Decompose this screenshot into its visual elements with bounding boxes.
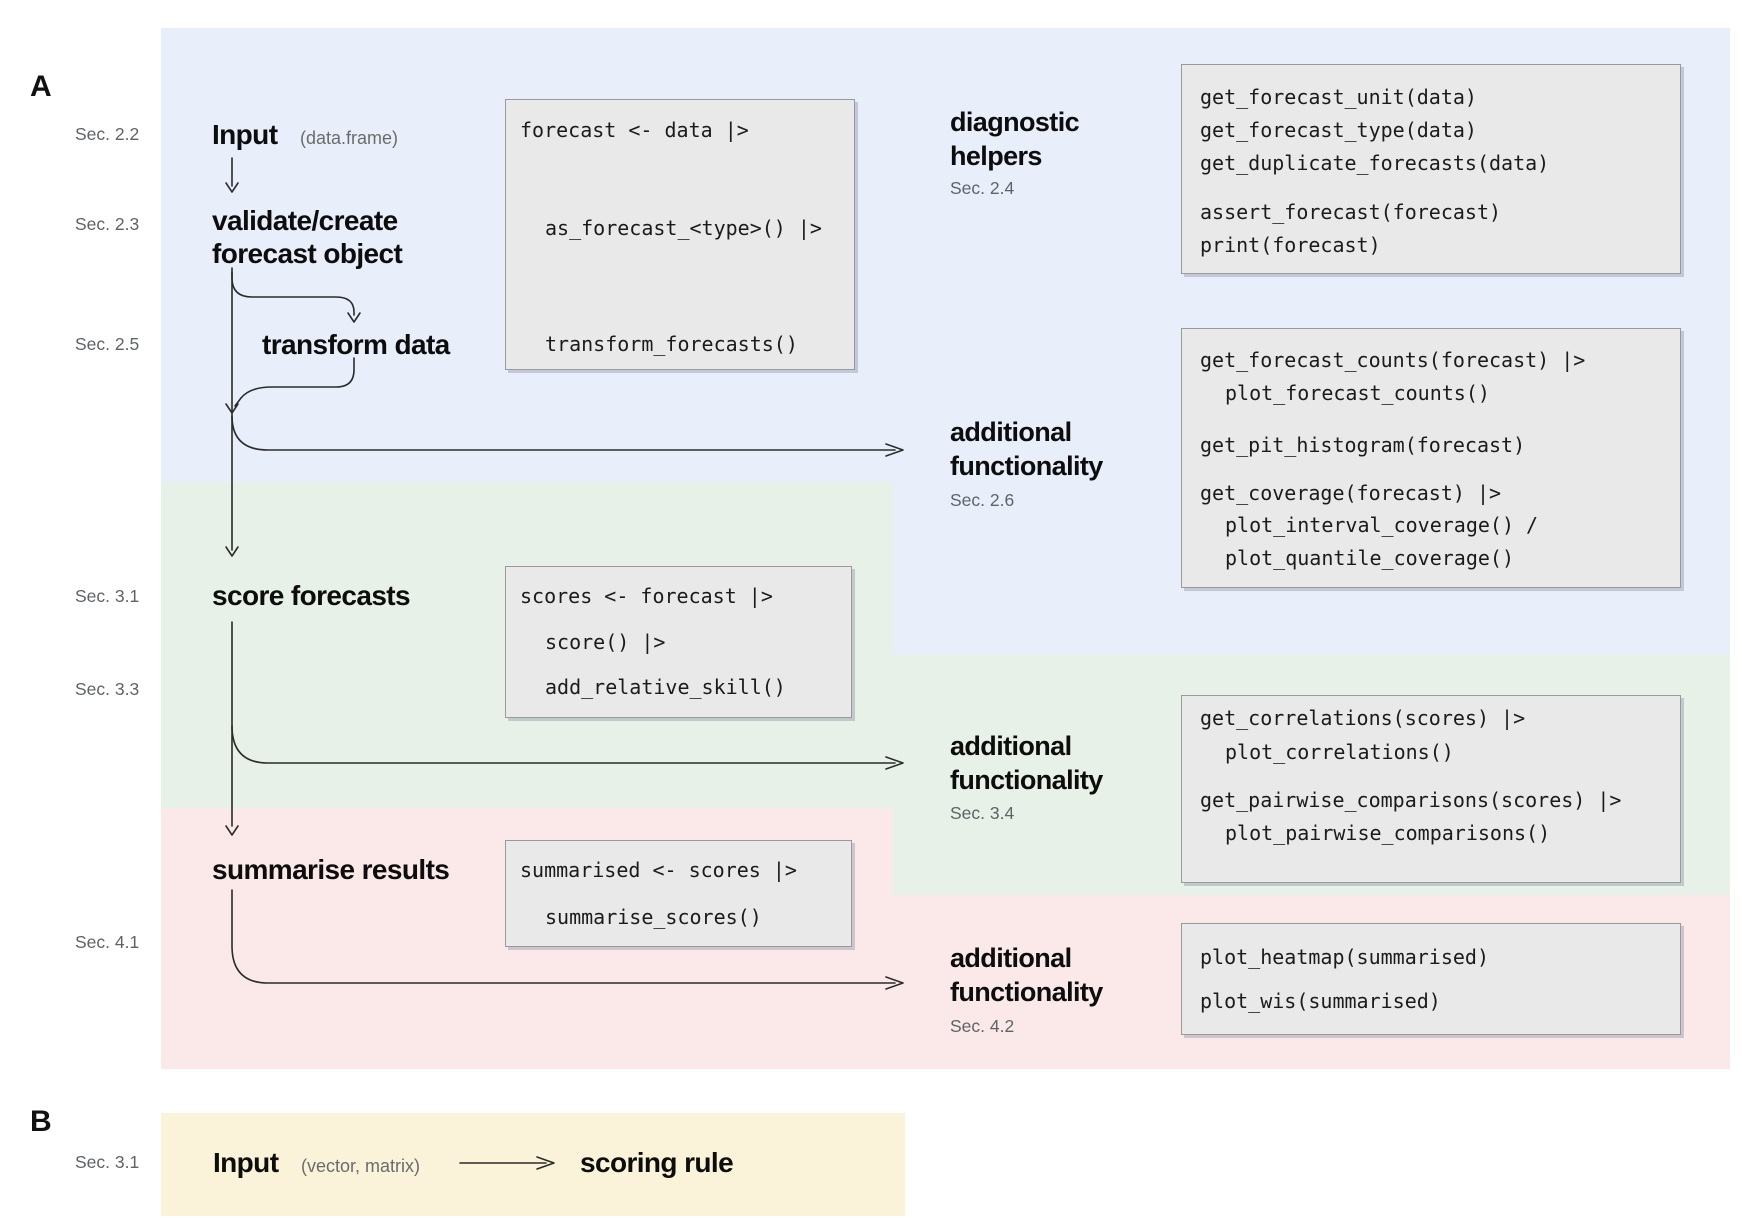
sec-ref-3-3: Sec. 3.3 xyxy=(75,679,140,699)
flow-step-validate-line1: validate/create xyxy=(212,205,398,236)
code-line: get_forecast_unit(data) xyxy=(1200,85,1477,109)
panel-a-label: A xyxy=(30,70,52,103)
code-line: plot_quantile_coverage() xyxy=(1225,546,1514,570)
flow-b-input: Input xyxy=(213,1147,279,1178)
codebox-additional-1 xyxy=(1181,328,1681,588)
code-line: get_forecast_type(data) xyxy=(1200,118,1477,142)
sec-ref-4-1: Sec. 4.1 xyxy=(75,932,140,952)
codebox-pipeline-score xyxy=(505,566,852,718)
code-line: score() |> xyxy=(545,630,666,654)
additional-functionality-1-line1: additional xyxy=(950,417,1072,447)
flow-step-score: score forecasts xyxy=(212,580,411,611)
additional-functionality-1-sec: Sec. 2.6 xyxy=(950,490,1015,510)
flow-b-scoring-rule: scoring rule xyxy=(580,1147,734,1178)
panel-b-label: B xyxy=(30,1105,52,1138)
sec-ref-3-1-b: Sec. 3.1 xyxy=(75,1152,140,1172)
code-line: scores <- forecast |> xyxy=(520,584,773,608)
flow-step-validate-line2: forecast object xyxy=(212,238,403,269)
code-line: get_forecast_counts(forecast) |> xyxy=(1200,348,1586,372)
diagnostic-helpers-sec: Sec. 2.4 xyxy=(950,178,1015,198)
flow-input-note: (data.frame) xyxy=(300,128,399,148)
codebox-pipeline-summarise xyxy=(505,840,852,947)
additional-functionality-2-line2: functionality xyxy=(950,765,1103,795)
code-line: transform_forecasts() xyxy=(545,332,798,356)
code-line: plot_heatmap(summarised) xyxy=(1200,945,1489,969)
codebox-additional-3 xyxy=(1181,923,1681,1035)
code-line: print(forecast) xyxy=(1200,233,1381,257)
flow-step-input: Input xyxy=(212,119,278,150)
diagnostic-helpers-line1: diagnostic xyxy=(950,107,1080,137)
additional-functionality-2-sec: Sec. 3.4 xyxy=(950,803,1015,823)
sec-ref-2-3: Sec. 2.3 xyxy=(75,214,140,234)
sec-ref-2-2: Sec. 2.2 xyxy=(75,124,140,144)
flow-step-summarise: summarise results xyxy=(212,854,450,885)
additional-functionality-2-line1: additional xyxy=(950,731,1072,761)
flow-b-input-note: (vector, matrix) xyxy=(301,1156,421,1176)
code-line: get_correlations(scores) |> xyxy=(1200,706,1526,730)
codebox-additional-2 xyxy=(1181,695,1681,883)
code-line: summarise_scores() xyxy=(545,905,762,929)
code-line: plot_forecast_counts() xyxy=(1225,381,1490,405)
additional-functionality-3-sec: Sec. 4.2 xyxy=(950,1016,1015,1036)
code-line: plot_correlations() xyxy=(1225,740,1454,764)
diagnostic-helpers-line2: helpers xyxy=(950,141,1042,171)
band-yellow-b xyxy=(161,1113,905,1216)
codebox-pipeline-validate xyxy=(505,99,855,370)
code-line: plot_pairwise_comparisons() xyxy=(1225,821,1551,845)
additional-functionality-3-line2: functionality xyxy=(950,977,1103,1007)
code-line: get_pit_histogram(forecast) xyxy=(1200,433,1526,457)
code-line: plot_interval_coverage() / xyxy=(1225,513,1539,537)
codebox-diagnostic-helpers xyxy=(1181,64,1681,274)
code-line: get_coverage(forecast) |> xyxy=(1200,481,1502,505)
code-line: get_duplicate_forecasts(data) xyxy=(1200,151,1550,175)
code-line: as_forecast_<type>() |> xyxy=(545,216,822,240)
sec-ref-3-1: Sec. 3.1 xyxy=(75,586,140,606)
flow-step-transform: transform data xyxy=(262,329,450,360)
additional-functionality-3-line1: additional xyxy=(950,943,1072,973)
code-line: get_pairwise_comparisons(scores) |> xyxy=(1200,788,1622,812)
code-line: add_relative_skill() xyxy=(545,675,786,699)
code-line: forecast <- data |> xyxy=(520,118,749,142)
sec-ref-2-5: Sec. 2.5 xyxy=(75,334,140,354)
code-line: summarised <- scores |> xyxy=(520,858,797,882)
additional-functionality-1-line2: functionality xyxy=(950,451,1103,481)
code-line: assert_forecast(forecast) xyxy=(1200,200,1502,224)
code-line: plot_wis(summarised) xyxy=(1200,989,1441,1013)
